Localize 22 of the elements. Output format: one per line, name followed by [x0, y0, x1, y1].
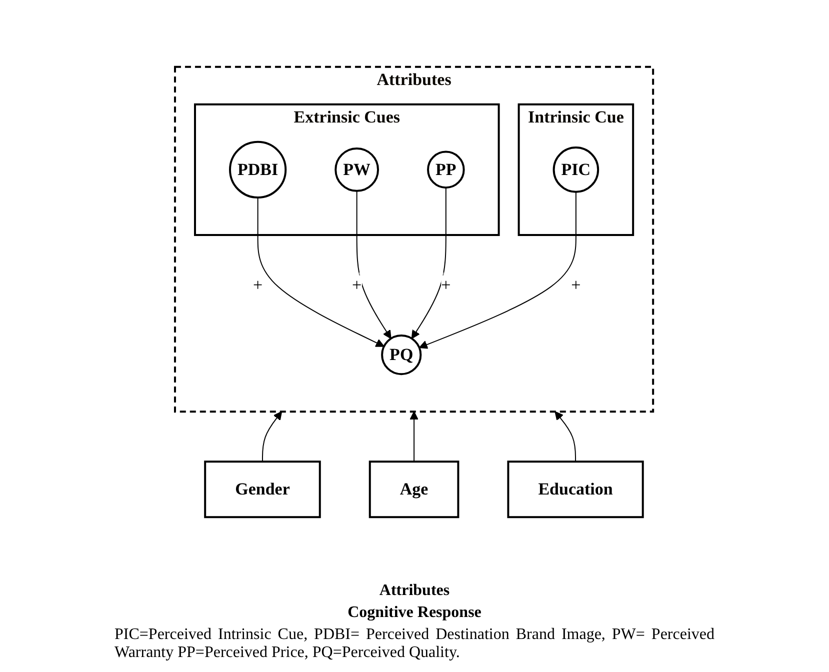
edge-label: +	[442, 276, 452, 295]
note-text: Attributes	[378, 582, 451, 600]
note-text: Cognitive Response	[346, 604, 482, 622]
edge-label: +	[572, 276, 582, 295]
edge-label: +	[253, 276, 264, 295]
arrow	[356, 190, 392, 339]
arrow	[419, 191, 577, 349]
arrow	[412, 187, 447, 339]
node-box: Age	[369, 460, 460, 518]
node-circle: PDBI	[229, 140, 288, 198]
arrow	[555, 411, 576, 462]
arrow	[258, 197, 385, 347]
arrow	[262, 411, 283, 462]
node-circle: PIC	[553, 146, 600, 193]
node-box: Gender	[204, 460, 322, 518]
node-box: Education	[508, 460, 644, 518]
node-circle: PW	[335, 148, 380, 192]
arrow	[410, 411, 419, 462]
node-circle: PP	[427, 150, 466, 189]
edge-label: +	[352, 276, 362, 295]
note-text: PIC=Perceived Intrinsic Cue, PDBI= Perceived Destination Brand Image, PW= Perceived Warranty PP=Perceived Price, PQ=Perceived Quality.	[114, 626, 714, 662]
node-circle: PQ	[382, 334, 422, 376]
